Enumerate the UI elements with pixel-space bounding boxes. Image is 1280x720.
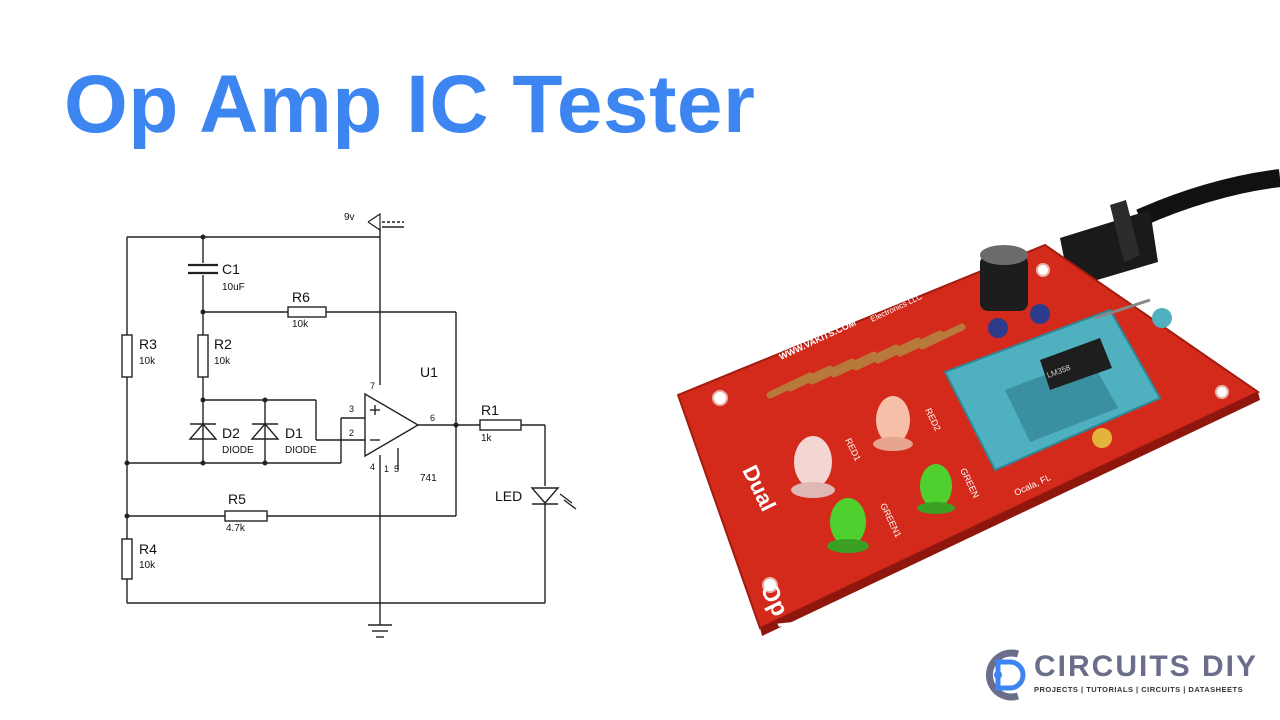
pin-2: 2	[349, 428, 354, 438]
d2-value: DIODE	[222, 445, 254, 456]
resistor-r5: R5 4.7k	[224, 491, 268, 534]
d1-label: D1	[285, 425, 303, 441]
r5-label: R5	[228, 491, 246, 507]
pin-1: 1	[384, 464, 389, 474]
ceramic-capacitor	[1092, 428, 1112, 448]
pin-5: 5	[394, 464, 399, 474]
mounting-holes	[712, 263, 1229, 593]
resistor-r3: R3 10k	[121, 334, 157, 378]
led-symbol: LED	[495, 487, 577, 510]
zif-socket	[943, 298, 1172, 472]
pin-4: 4	[370, 462, 375, 472]
opamp-chip	[1040, 338, 1112, 390]
logo-mark-icon	[985, 649, 1026, 701]
u1-label: U1	[420, 364, 438, 380]
led-green2	[917, 464, 955, 514]
u1-part: 741	[420, 473, 437, 484]
r6-label: R6	[292, 289, 310, 305]
diode-d1: D1 DIODE	[250, 422, 317, 456]
supply-label: 9v	[344, 212, 355, 223]
resistor-r6: R6 10k	[287, 289, 327, 330]
r4-value: 10k	[139, 560, 156, 571]
r4-label: R4	[139, 541, 157, 557]
led-red1	[791, 436, 835, 498]
c1-value: 10uF	[222, 282, 245, 293]
r6-value: 10k	[292, 319, 309, 330]
c1-label: C1	[222, 261, 240, 277]
pin-6: 6	[430, 413, 435, 423]
pin-7: 7	[370, 381, 375, 391]
r3-label: R3	[139, 336, 157, 352]
r1-label: R1	[481, 402, 499, 418]
wires	[126, 228, 546, 625]
led-green1	[827, 498, 869, 553]
circuits-diy-logo: CIRCUITS DIY PROJECTS | TUTORIALS | CIRC…	[978, 640, 1258, 710]
diode-d2: D2 DIODE	[188, 422, 254, 456]
electrolytic-capacitor	[980, 245, 1028, 311]
d2-label: D2	[222, 425, 240, 441]
opamp-u1: U1 741 7 3 2 6 4 1 5	[349, 364, 438, 484]
pin-3: 3	[349, 404, 354, 414]
led-label: LED	[495, 488, 522, 504]
r3-value: 10k	[139, 356, 156, 367]
resistor-r1: R1 1k	[479, 402, 522, 444]
small-capacitor	[988, 318, 1008, 338]
r2-label: R2	[214, 336, 232, 352]
circuit-schematic: 9v C1 10uF R6 10k R2 10k R3 10k R4 10k R…	[121, 212, 577, 638]
junction-dots	[124, 234, 459, 519]
supply-symbol: 9v	[344, 212, 404, 232]
resistor-r2: R2 10k	[197, 334, 232, 378]
capacitor-c1: C1 10uF	[188, 261, 245, 293]
r5-value: 4.7k	[226, 523, 246, 534]
page-title: Op Amp IC Tester	[64, 59, 756, 150]
ground-symbol	[368, 624, 392, 638]
r2-value: 10k	[214, 356, 231, 367]
d1-value: DIODE	[285, 445, 317, 456]
power-jack	[1060, 169, 1280, 288]
logo-name: CIRCUITS DIY	[1034, 650, 1259, 683]
resistor-array	[766, 323, 966, 399]
resistor-r4: R4 10k	[121, 538, 157, 580]
r1-value: 1k	[481, 433, 493, 444]
logo-tagline: PROJECTS | TUTORIALS | CIRCUITS | DATASH…	[1034, 685, 1244, 694]
small-capacitor	[1030, 304, 1050, 324]
led-red2	[873, 396, 913, 451]
